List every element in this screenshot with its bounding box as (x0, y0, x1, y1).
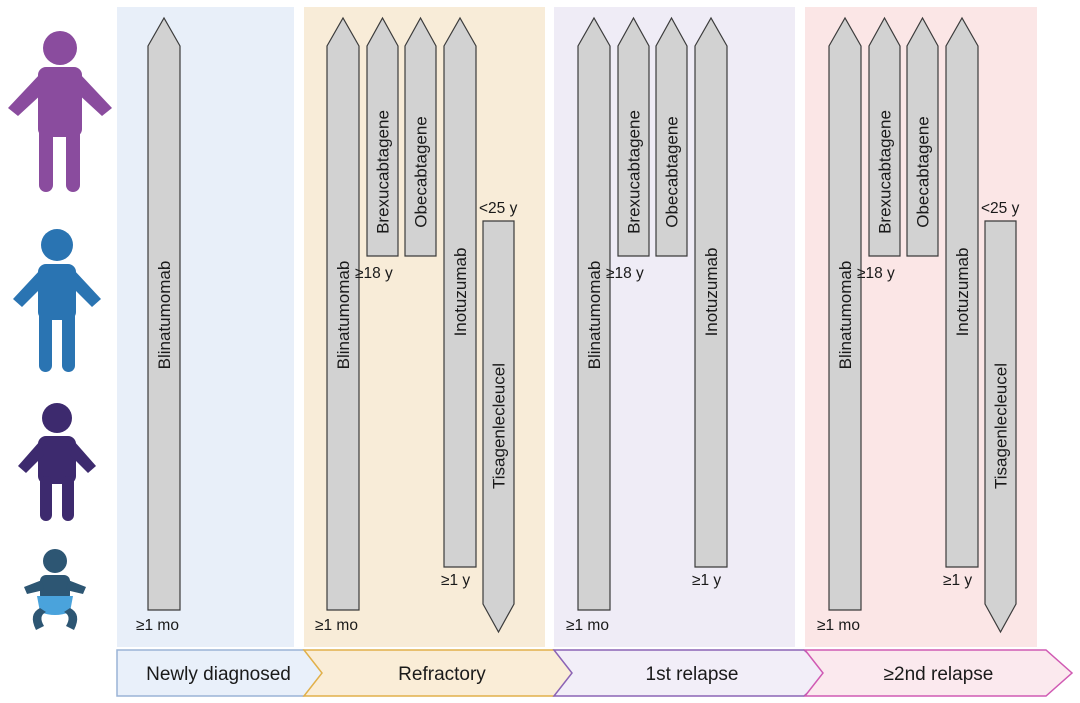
tisagenlecleucel-arrow (984, 220, 1017, 634)
blinatumomab-min-age-label: ≥1 mo (315, 617, 358, 634)
stage-label-relapse1: 1st relapse (646, 664, 739, 685)
brexucabtagene-min-age-label: ≥18 y (355, 265, 393, 282)
stage-label-relapse2: ≥2nd relapse (884, 664, 994, 685)
blinatumomab-arrow (828, 16, 862, 611)
stage-label-refractory: Refractory (398, 664, 486, 685)
obecabtagene-arrow (655, 16, 688, 257)
brexucabtagene-label: Brexucabtagene (876, 110, 895, 234)
stage-chevron-newly: Newly diagnosed (116, 649, 332, 697)
brexucabtagene-min-age-label: ≥18 y (857, 265, 895, 282)
blinatumomab-label: Blinatumomab (836, 261, 855, 370)
obecabtagene-arrow (906, 16, 939, 257)
tisagenlecleucel-max-age-label: <25 y (981, 200, 1020, 217)
inotuzumab-arrow (694, 16, 728, 568)
stage-relapse1-arrows: Blinatumomab ≥1 mo Brexucabtagene ≥18 y Obec… (566, 16, 728, 634)
inotuzumab-min-age-label: ≥1 y (441, 572, 470, 589)
inotuzumab-label: Inotuzumab (451, 248, 470, 337)
stage-relapse2-arrows: Blinatumomab ≥1 mo Brexucabtagene ≥18 y Obec… (817, 16, 1020, 634)
adolescent-figure-icon (8, 31, 112, 192)
panel-newly-diagnosed (117, 7, 294, 647)
stage-newly-arrows: Blinatumomab ≥1 mo (136, 16, 181, 634)
blinatumomab-arrow (326, 16, 360, 611)
brexucabtagene-arrow (868, 16, 901, 257)
inotuzumab-label: Inotuzumab (702, 248, 721, 337)
obecabtagene-label: Obecabtagene (412, 116, 431, 228)
brexucabtagene-arrow (617, 16, 650, 257)
stage-chevron-refractory: Refractory (302, 649, 582, 697)
blinatumomab-min-age-label: ≥1 mo (566, 617, 609, 634)
stage-chevron-shape (803, 649, 1074, 697)
inotuzumab-min-age-label: ≥1 y (943, 572, 972, 589)
inotuzumab-min-age-label: ≥1 y (692, 572, 721, 589)
obecabtagene-label: Obecabtagene (663, 116, 682, 228)
blinatumomab-label: Blinatumomab (334, 261, 353, 370)
obecabtagene-label: Obecabtagene (914, 116, 933, 228)
infant-figure-icon (24, 549, 86, 630)
tisagenlecleucel-arrow (482, 220, 515, 634)
blinatumomab-min-age-label: ≥1 mo (817, 617, 860, 634)
toddler-figure-icon (18, 403, 96, 521)
blinatumomab-arrow (577, 16, 611, 611)
brexucabtagene-arrow (366, 16, 399, 257)
tisagenlecleucel-label: Tisagenlecleucel (992, 363, 1011, 489)
inotuzumab-arrow (945, 16, 979, 568)
inotuzumab-label: Inotuzumab (953, 248, 972, 337)
child-figure-icon (13, 229, 101, 372)
brexucabtagene-min-age-label: ≥18 y (606, 265, 644, 282)
inotuzumab-arrow (443, 16, 477, 568)
blinatumomab-arrow (147, 16, 181, 611)
obecabtagene-arrow (404, 16, 437, 257)
blinatumomab-label: Blinatumomab (155, 261, 174, 370)
tisagenlecleucel-max-age-label: <25 y (479, 200, 518, 217)
blinatumomab-label: Blinatumomab (585, 261, 604, 370)
stage-chevron-relapse2: ≥2nd relapse (803, 649, 1074, 697)
blinatumomab-min-age-label: ≥1 mo (136, 617, 179, 634)
stage-chevron-relapse1: 1st relapse (552, 649, 832, 697)
brexucabtagene-label: Brexucabtagene (625, 110, 644, 234)
brexucabtagene-label: Brexucabtagene (374, 110, 393, 234)
stage-chevron-shape (552, 649, 832, 697)
tisagenlecleucel-label: Tisagenlecleucel (490, 363, 509, 489)
stage-refractory-arrows: Blinatumomab ≥1 mo Brexucabtagene ≥18 y Obec… (315, 16, 518, 634)
stage-label-newly: Newly diagnosed (146, 664, 291, 685)
